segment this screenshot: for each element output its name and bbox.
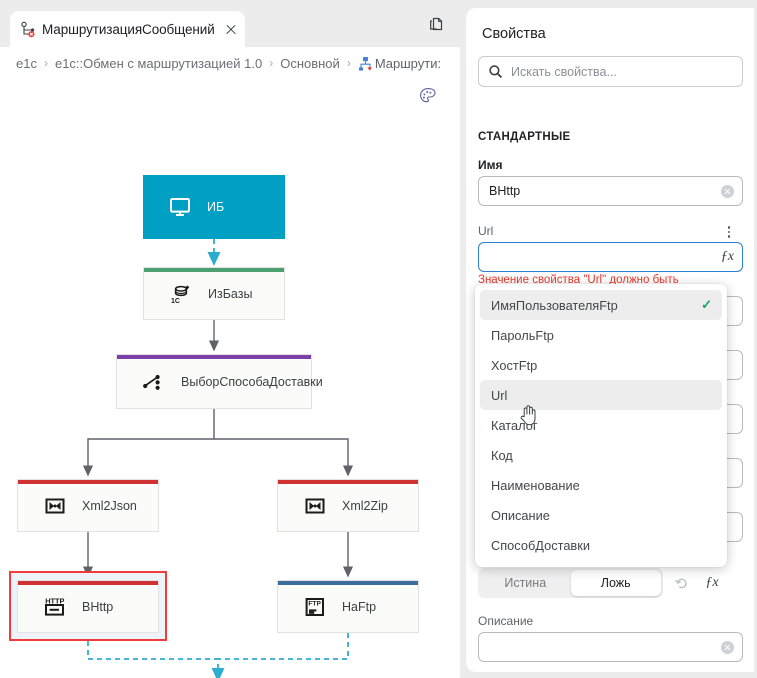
dropdown-item-label: Код [491, 447, 513, 463]
dropdown-item-label: Url [491, 387, 508, 403]
boolean-segmented-control[interactable]: Истина Ложь [478, 568, 663, 598]
search-placeholder: Искать свойства... [511, 64, 617, 79]
node-accent-bar [18, 581, 158, 585]
dropdown-item-opisanie[interactable]: Описание [480, 500, 722, 530]
monitor-icon [167, 194, 193, 220]
node-label: BHttp [82, 599, 114, 614]
dropdown-item-url[interactable]: Url [480, 380, 722, 410]
node-label: HaFtp [342, 599, 377, 614]
color-palette-icon[interactable] [419, 87, 437, 105]
tab-label: МаршрутизацияСообщений [42, 21, 215, 37]
fx-icon[interactable]: ƒx [705, 575, 719, 590]
node-label: ИзБазы [208, 286, 253, 301]
ftp-icon: FTP [302, 594, 328, 620]
dropdown-item-naimenovanie[interactable]: Наименование [480, 470, 722, 500]
http-icon: HTTP [42, 594, 68, 620]
diagram-node-haftp[interactable]: FTP HaFtp [277, 580, 419, 633]
breadcrumb-separator: › [43, 56, 48, 70]
node-accent-bar [18, 480, 158, 484]
breadcrumb-separator: › [346, 56, 351, 70]
field-label-url: Url [478, 224, 494, 238]
routing-node-icon [358, 56, 373, 71]
field-label-description: Описание [478, 614, 534, 628]
clear-icon[interactable] [721, 640, 734, 654]
fx-icon[interactable]: ƒx [720, 249, 734, 264]
diagram-node-ib[interactable]: ИБ [143, 175, 285, 239]
breadcrumb-separator: › [269, 56, 274, 70]
name-input-value: BHttp [489, 184, 521, 198]
check-icon: ✓ [701, 297, 712, 312]
dropdown-item-katalog[interactable]: Каталог [480, 410, 722, 440]
diagram-node-vyborsposobadostavki[interactable]: ВыборСпособаДоставки [116, 354, 323, 409]
url-property-dropdown[interactable]: ИмяПользователяFtp ✓ ПарольFtp ХостFtp U… [475, 284, 727, 567]
dropdown-item-label: Описание [491, 507, 550, 523]
diagram-node-bhttp[interactable]: HTTP BHttp [17, 580, 159, 633]
url-validation-error: Значение свойства "Url" должно быть [478, 274, 679, 286]
transform-icon [302, 493, 328, 519]
boolean-option-false[interactable]: Ложь [570, 570, 661, 596]
breadcrumb: e1c › e1c::Обмен с маршрутизацией 1.0 › … [0, 47, 460, 79]
node-accent-bar [278, 480, 418, 484]
routing-node-error-icon [20, 21, 37, 38]
breadcrumb-item-1[interactable]: e1c::Обмен с маршрутизацией 1.0 [54, 55, 263, 71]
1c-database-icon: 1C [168, 281, 194, 307]
dropdown-item-label: ХостFtp [491, 357, 538, 373]
boolean-option-true[interactable]: Истина [504, 576, 547, 590]
diagram-node-izbazy[interactable]: 1C ИзБазы [143, 267, 285, 320]
diagram-edges [82, 239, 354, 678]
diagram-node-xml2zip[interactable]: Xml2Zip [277, 479, 419, 532]
name-input[interactable]: BHttp [478, 176, 743, 206]
dropdown-item-label: СпособДоставки [491, 537, 590, 553]
properties-pane: Свойства Искать свойства... СТАНДАРТНЫЕ … [461, 0, 757, 678]
close-icon[interactable] [224, 22, 238, 36]
svg-text:HTTP: HTTP [45, 596, 64, 605]
dropdown-item-kod[interactable]: Код [480, 440, 722, 470]
dropdown-item-parolftp[interactable]: ПарольFtp [480, 320, 722, 350]
svg-text:FTP: FTP [308, 600, 321, 607]
node-label: ВыборСпособаДоставки [181, 374, 323, 389]
kebab-menu-icon[interactable] [722, 224, 736, 240]
dropdown-item-sposobdostavki[interactable]: СпособДоставки [480, 530, 722, 560]
node-accent-bar [144, 268, 284, 272]
node-label: Xml2Json [82, 498, 137, 513]
node-label: Xml2Zip [342, 498, 388, 513]
dropdown-item-imyapolzovatelyaftp[interactable]: ИмяПользователяFtp ✓ [480, 290, 722, 320]
dropdown-item-hostftp[interactable]: ХостFtp [480, 350, 722, 380]
svg-text:1C: 1C [171, 298, 180, 305]
node-accent-bar [117, 355, 311, 359]
node-accent-bar [278, 581, 418, 585]
properties-card: Свойства Искать свойства... СТАНДАРТНЫЕ … [466, 8, 754, 672]
field-label-name: Имя [478, 158, 503, 172]
url-input[interactable]: ƒx [478, 242, 743, 272]
search-icon [488, 64, 503, 79]
dropdown-item-label: ИмяПользователяFtp [491, 297, 618, 313]
node-label: ИБ [207, 200, 225, 214]
page-title: Свойства [482, 26, 546, 42]
search-input[interactable]: Искать свойства... [478, 56, 743, 87]
dropdown-item-label: ПарольFtp [491, 327, 554, 343]
breadcrumb-current-label: Маршрути: [374, 55, 442, 71]
dropdown-item-label: Наименование [491, 477, 580, 493]
editor-pane: МаршрутизацияСообщений e1c › e1c::Обмен … [0, 0, 460, 678]
clear-icon[interactable] [721, 184, 734, 198]
breadcrumb-item-current[interactable]: Маршрути: [358, 56, 441, 71]
transform-icon [42, 493, 68, 519]
branch-icon [141, 369, 167, 395]
tab-marshrutizaciya-soobshcheniy[interactable]: МаршрутизацияСообщений [10, 11, 245, 47]
diagram-canvas[interactable]: ИБ 1C ИзБазы [0, 79, 460, 678]
tab-strip: МаршрутизацияСообщений [0, 0, 460, 47]
breadcrumb-item-2[interactable]: Основной [280, 55, 340, 71]
duplicate-tab-icon[interactable] [427, 14, 447, 34]
breadcrumb-item-0[interactable]: e1c [16, 55, 37, 71]
section-header-standard: СТАНДАРТНЫЕ [478, 131, 571, 143]
undo-icon[interactable] [668, 570, 694, 596]
diagram-node-xml2json[interactable]: Xml2Json [17, 479, 159, 532]
description-input[interactable] [478, 632, 743, 662]
boolean-toggle-row: Истина Ложь ƒx [478, 568, 743, 598]
dropdown-item-label: Каталог [491, 417, 538, 433]
